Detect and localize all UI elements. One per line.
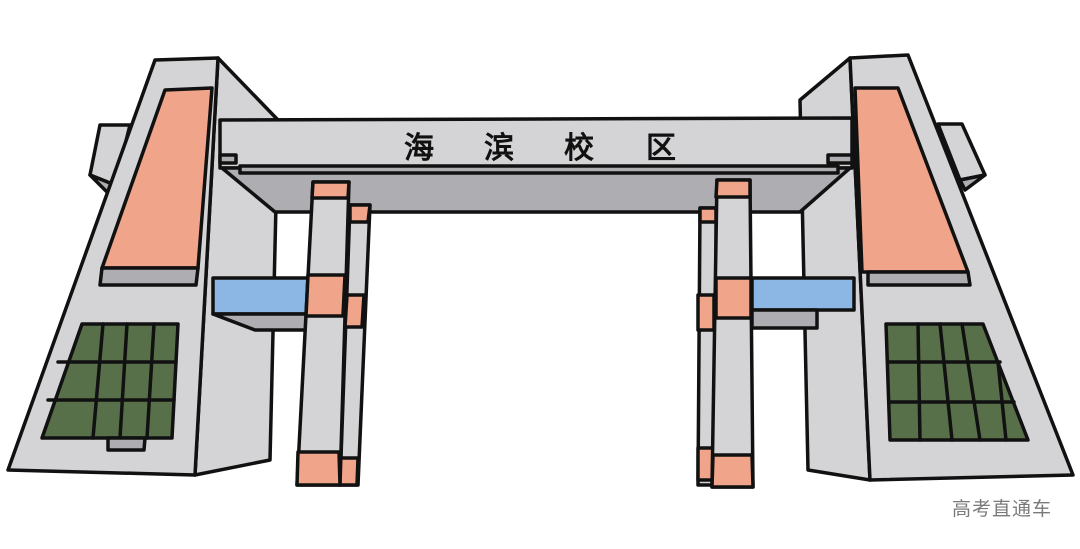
sign-char-4: 区: [646, 131, 678, 166]
right-pillars: [696, 178, 755, 489]
top-beam: [218, 116, 854, 214]
sign-char-3: 校: [564, 131, 596, 166]
sign-char-1: 海: [404, 131, 436, 166]
sign-char-2: 滨: [484, 131, 516, 166]
watermark-text: 高考直通车: [951, 498, 1052, 520]
left-pillars: [295, 180, 372, 487]
